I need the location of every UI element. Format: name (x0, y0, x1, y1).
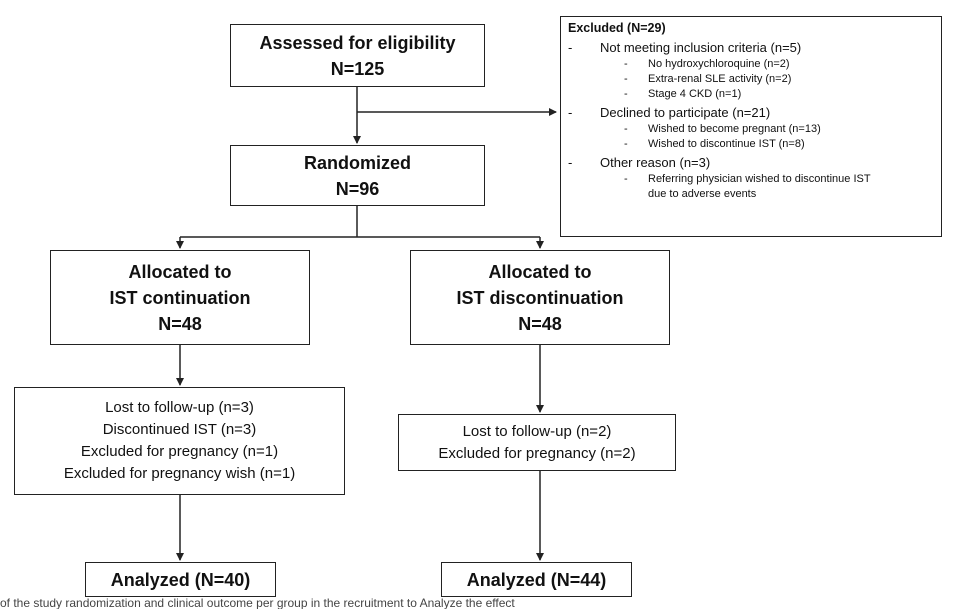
dash-bullet: - (624, 173, 628, 185)
analyzed-right-label: Analyzed (N=44) (466, 569, 607, 590)
excluded-item-continuation: due to adverse events (568, 187, 933, 202)
continuation-line1: Allocated to (128, 261, 232, 282)
continuation-count: N=48 (158, 313, 202, 334)
excluded-item: - No hydroxychloroquine (n=2) (568, 57, 933, 72)
assessed-box: Assessed for eligibility N=125 (230, 24, 485, 87)
dash-bullet: - (624, 123, 628, 135)
lost-left-line: Excluded for pregnancy (n=1) (80, 443, 279, 460)
dash-bullet: - (624, 138, 628, 150)
lost-left-box: Lost to follow-up (n=3) Discontinued IST… (14, 387, 345, 495)
excluded-group: - Not meeting inclusion criteria (n=5) (568, 39, 933, 57)
excluded-item-label: Referring physician wished to discontinu… (648, 173, 871, 185)
caption-fragment: of the study randomization and clinical … (0, 597, 515, 609)
lost-left-line: Lost to follow-up (n=3) (105, 399, 254, 416)
lost-right-line: Excluded for pregnancy (n=2) (438, 444, 636, 462)
excluded-group: - Other reason (n=3) (568, 154, 933, 172)
lost-left-line: Discontinued IST (n=3) (102, 421, 257, 438)
lost-right-line: Lost to follow-up (n=2) (462, 422, 612, 440)
randomized-label: Randomized (303, 152, 411, 173)
dash-bullet: - (568, 40, 573, 55)
excluded-title: Excluded (N=29) (568, 21, 666, 35)
excluded-item: - Extra-renal SLE activity (n=2) (568, 72, 933, 87)
discontinuation-line2: IST discontinuation (456, 287, 624, 308)
dash-bullet: - (624, 88, 628, 100)
analyzed-left-box: Analyzed (N=40) (85, 562, 276, 597)
dash-bullet: - (568, 105, 573, 120)
excluded-item-label: due to adverse events (648, 188, 757, 200)
dash-bullet: - (624, 73, 628, 85)
assessed-count: N=125 (330, 58, 385, 79)
dash-bullet: - (624, 58, 628, 70)
excluded-item: - Wished to discontinue IST (n=8) (568, 137, 933, 152)
excluded-box: Excluded (N=29) - Not meeting inclusion … (560, 16, 942, 237)
lost-right-box: Lost to follow-up (n=2) Excluded for pre… (398, 414, 676, 471)
continuation-box: Allocated to IST continuation N=48 (50, 250, 310, 345)
excluded-item-label: Wished to become pregnant (n=13) (648, 123, 821, 135)
excluded-item-label: No hydroxychloroquine (n=2) (648, 58, 790, 70)
lost-left-line: Excluded for pregnancy wish (n=1) (63, 465, 296, 482)
assessed-label: Assessed for eligibility (259, 32, 456, 53)
discontinuation-line1: Allocated to (488, 261, 592, 282)
randomized-box: Randomized N=96 (230, 145, 485, 206)
excluded-group-label: Declined to participate (n=21) (600, 105, 771, 120)
discontinuation-box: Allocated to IST discontinuation N=48 (410, 250, 670, 345)
excluded-item-label: Extra-renal SLE activity (n=2) (648, 73, 792, 85)
excluded-item: - Referring physician wished to discontin… (568, 172, 933, 187)
excluded-item: - Wished to become pregnant (n=13) (568, 122, 933, 137)
analyzed-right-box: Analyzed (N=44) (441, 562, 632, 597)
continuation-line2: IST continuation (109, 287, 251, 308)
analyzed-left-label: Analyzed (N=40) (110, 569, 251, 590)
excluded-item: - Stage 4 CKD (n=1) (568, 87, 933, 102)
discontinuation-count: N=48 (518, 313, 562, 334)
randomized-count: N=96 (335, 178, 380, 199)
excluded-group-label: Not meeting inclusion criteria (n=5) (600, 40, 802, 55)
excluded-group: - Declined to participate (n=21) (568, 104, 933, 122)
excluded-item-label: Stage 4 CKD (n=1) (648, 88, 742, 100)
excluded-group-label: Other reason (n=3) (600, 155, 711, 170)
dash-bullet: - (568, 155, 573, 170)
excluded-item-label: Wished to discontinue IST (n=8) (648, 138, 805, 150)
